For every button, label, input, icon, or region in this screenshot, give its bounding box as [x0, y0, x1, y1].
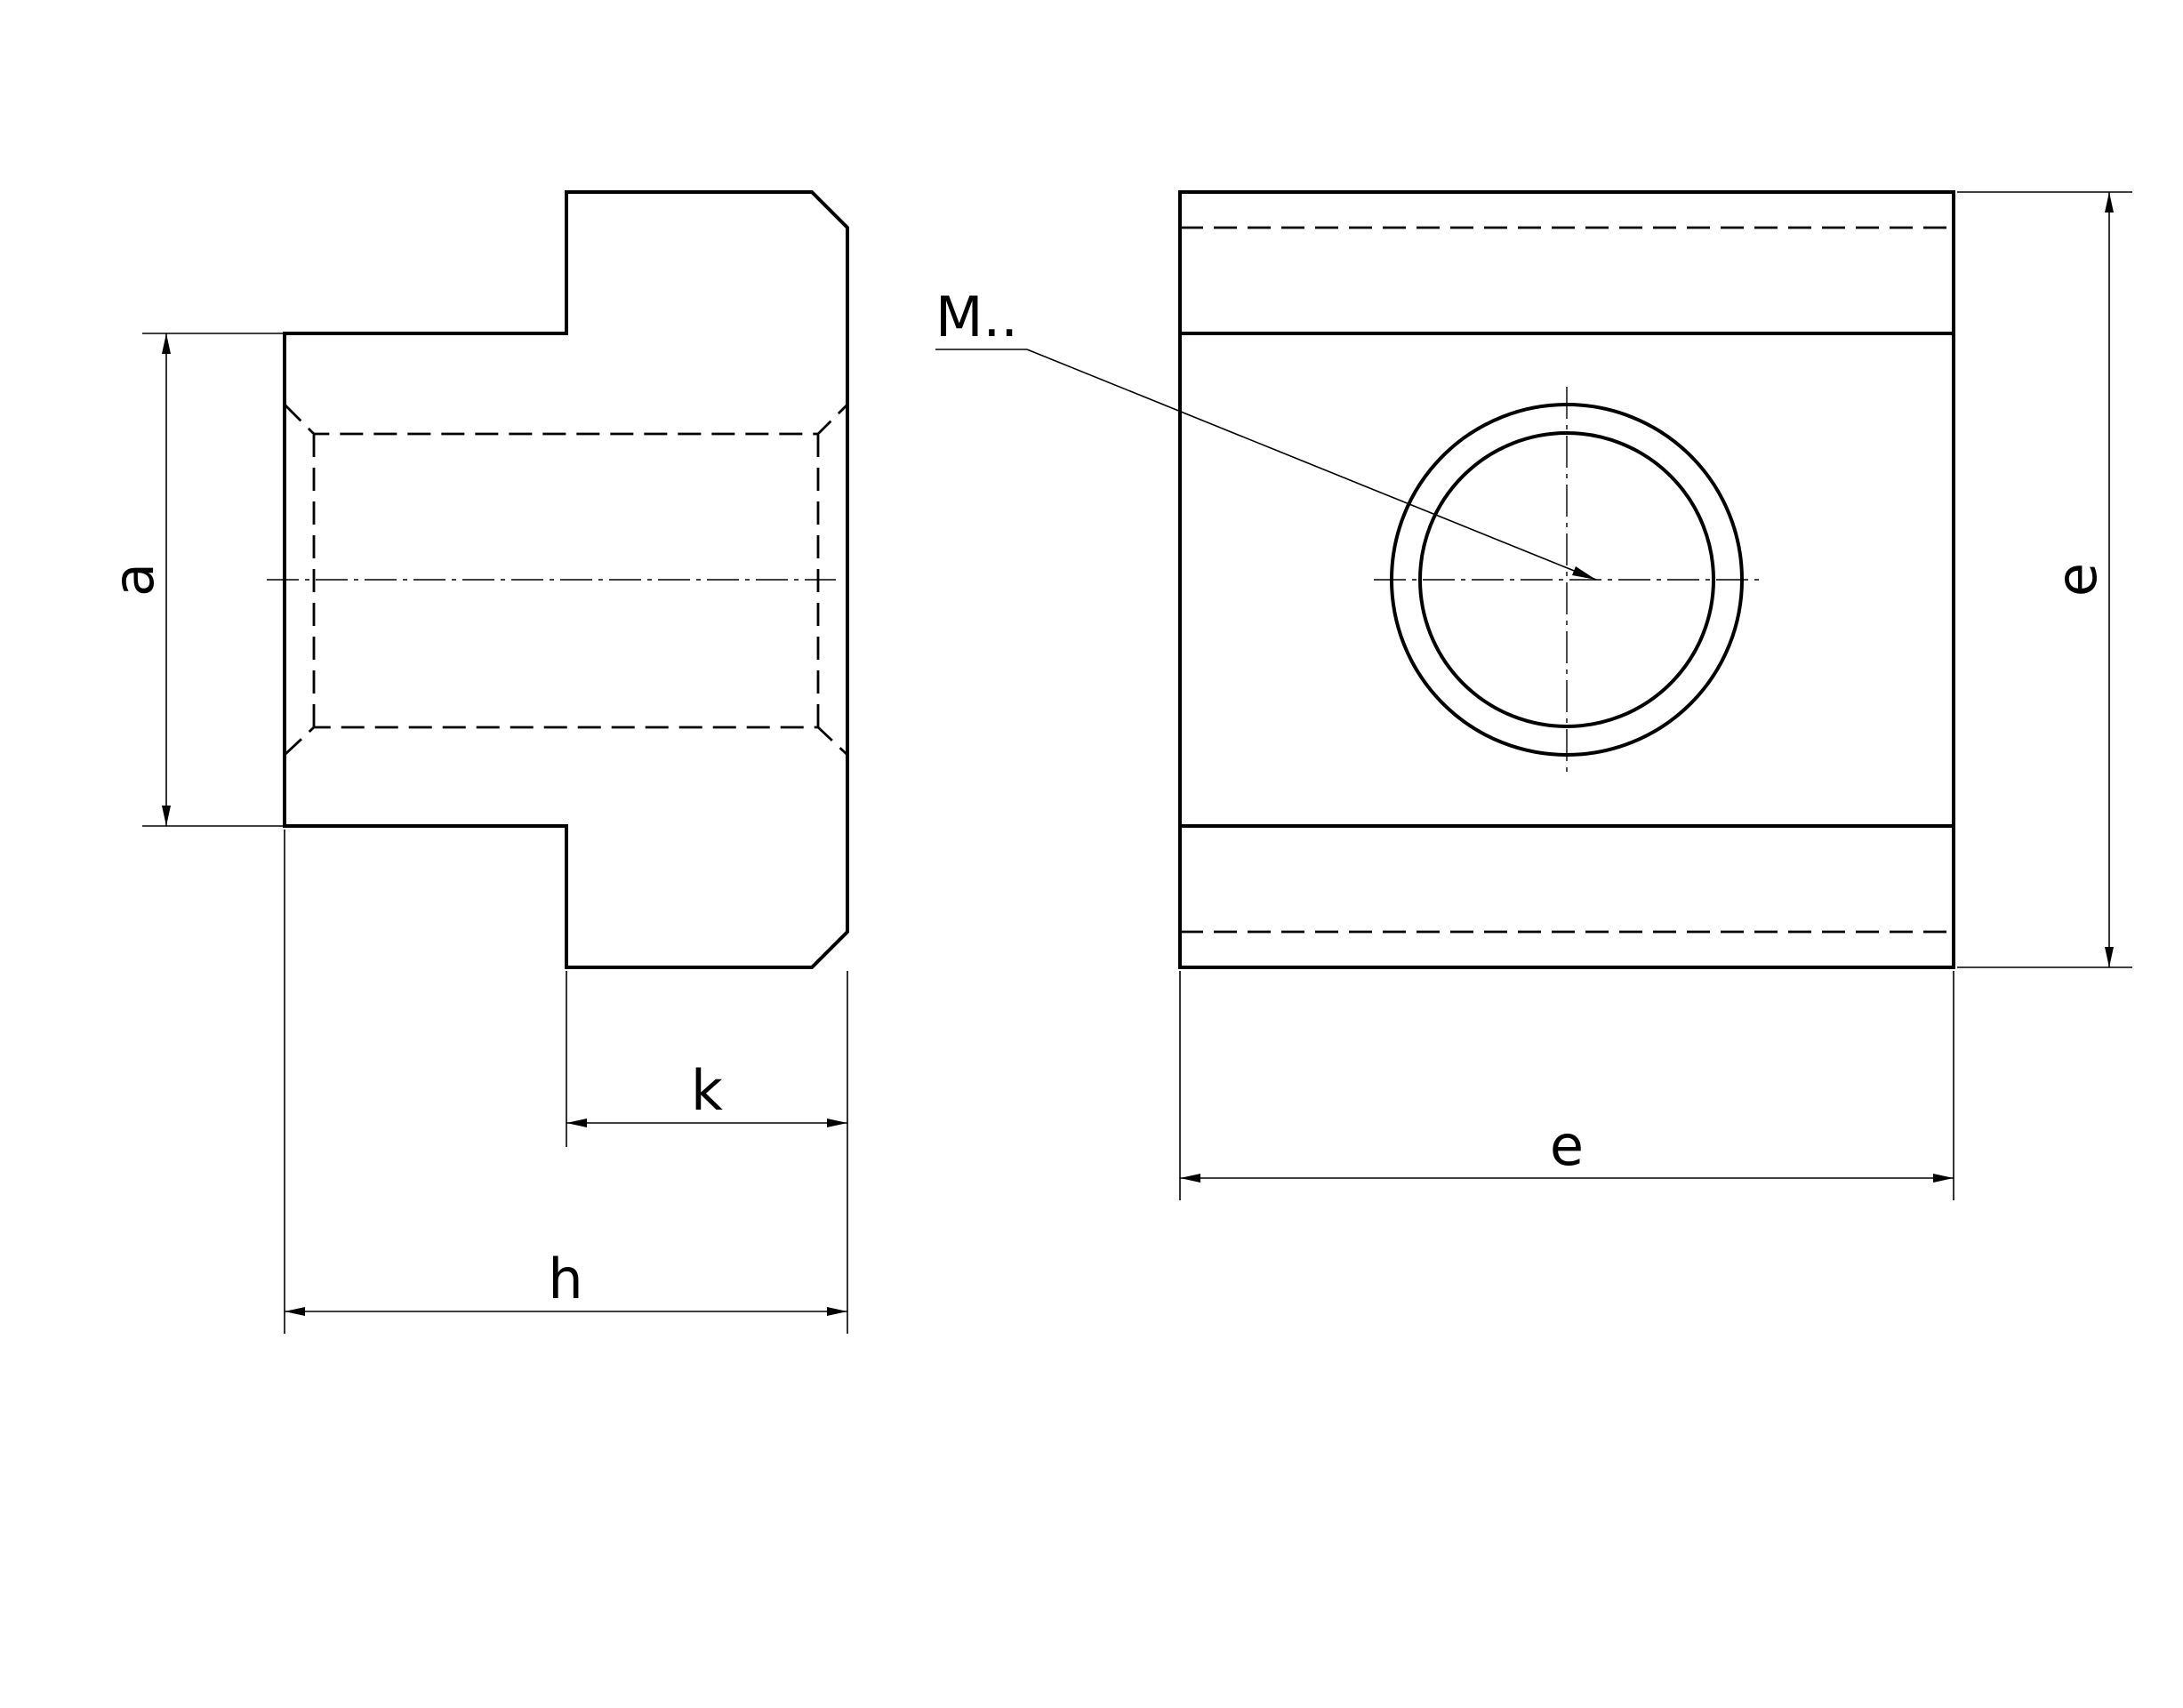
dim-e-v-arrow-bottom	[2105, 947, 2114, 967]
dim-a-label: a	[101, 563, 166, 597]
side-view	[267, 190, 849, 969]
dimension-e-vertical: e	[1957, 191, 2132, 968]
thread-label: M..	[935, 285, 1018, 349]
dim-e-h-arrow-right	[1933, 1174, 1954, 1183]
dim-h-arrow-left	[285, 1307, 305, 1316]
dimension-e-horizontal: e	[1179, 971, 1954, 1200]
dim-h-arrow-right	[827, 1307, 847, 1316]
dim-e-h-arrow-left	[1180, 1174, 1200, 1183]
dim-k-label: k	[691, 1058, 723, 1123]
dim-a-arrow-bottom	[162, 806, 171, 826]
thread-callout-arrow	[1572, 566, 1596, 580]
thread-inner-circle	[1418, 431, 1715, 728]
thread-callout: M..	[935, 285, 1597, 581]
thread-callout-leader	[1026, 349, 1597, 581]
dim-k-arrow-right	[827, 1119, 847, 1127]
dim-a-arrow-top	[162, 333, 171, 354]
dim-e-v-label: e	[2044, 563, 2109, 597]
dim-e-v-arrow-top	[2105, 192, 2114, 212]
side-view-outline	[283, 190, 849, 969]
dimension-a: a	[101, 333, 283, 827]
dim-e-h-label: e	[1550, 1113, 1584, 1178]
dimension-h: h	[284, 830, 847, 1334]
top-view-outline	[1178, 190, 1955, 969]
dim-h-label: h	[548, 1247, 582, 1311]
side-view-thread-hidden-lines	[284, 404, 848, 757]
dim-k-arrow-left	[566, 1119, 587, 1127]
dimension-k: k	[566, 971, 848, 1334]
top-view	[1178, 190, 1955, 969]
